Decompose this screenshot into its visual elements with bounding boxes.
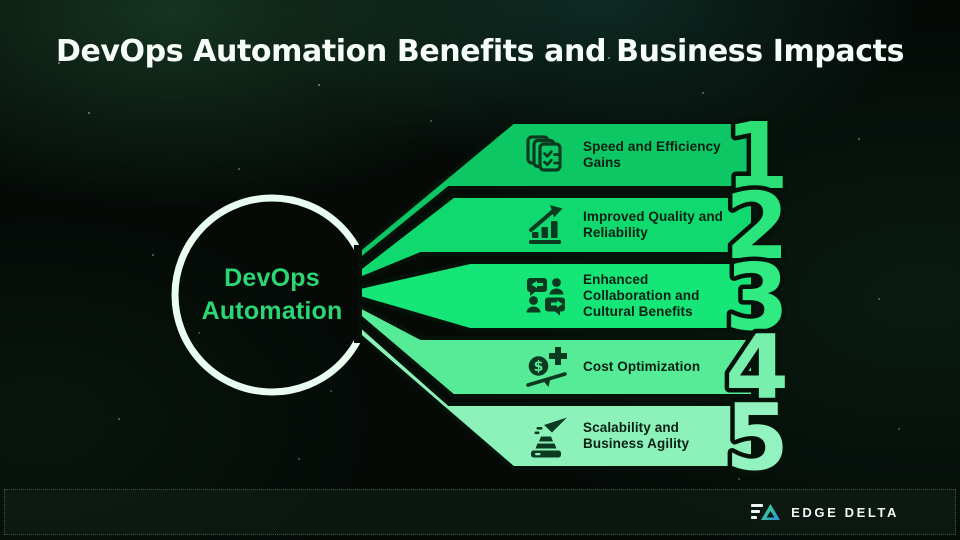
banner-shape-1: [358, 120, 755, 265]
item-1-icon-box: [518, 122, 576, 188]
collaboration-chat-icon: [526, 278, 565, 316]
step-number-2: 2: [725, 173, 789, 280]
banner-shape-3: [358, 260, 755, 332]
item-1-label: Speed and Efficiency Gains: [583, 139, 721, 170]
brand-lockup: EDGE DELTA: [751, 503, 899, 521]
item-2-label: Improved Quality and Reliability: [583, 209, 724, 240]
cost-balance-icon: $: [526, 347, 567, 387]
item-3-icon-box: [518, 262, 576, 330]
item-4-icon-box: $: [518, 338, 576, 396]
item-3-label: Enhanced Collaboration and Cultural Bene…: [583, 272, 700, 319]
growth-chart-icon: [529, 205, 563, 244]
banner-shape-5: [358, 320, 755, 470]
step-number-3: 3: [725, 244, 789, 351]
brand-name: EDGE DELTA: [791, 504, 899, 520]
scalability-launch-icon: [531, 417, 567, 458]
step-number-5: 5: [725, 384, 789, 491]
page-title: DevOps Automation Benefits and Business …: [55, 34, 905, 69]
checklist-docs-icon: [526, 135, 562, 172]
step-number-4: 4: [725, 315, 789, 422]
dollar-glyph: $: [534, 359, 544, 375]
item-5-icon-box: [518, 404, 576, 468]
edge-delta-logo-icon: [751, 503, 781, 521]
hub-label: DevOps Automation: [201, 264, 343, 325]
item-2-icon-box: [518, 196, 576, 254]
step-number-1: 1: [725, 103, 789, 210]
footer-band: EDGE DELTA: [4, 489, 956, 535]
item-5-label: Scalability and Business Agility: [583, 420, 690, 451]
item-4-label: Cost Optimization: [583, 359, 701, 374]
